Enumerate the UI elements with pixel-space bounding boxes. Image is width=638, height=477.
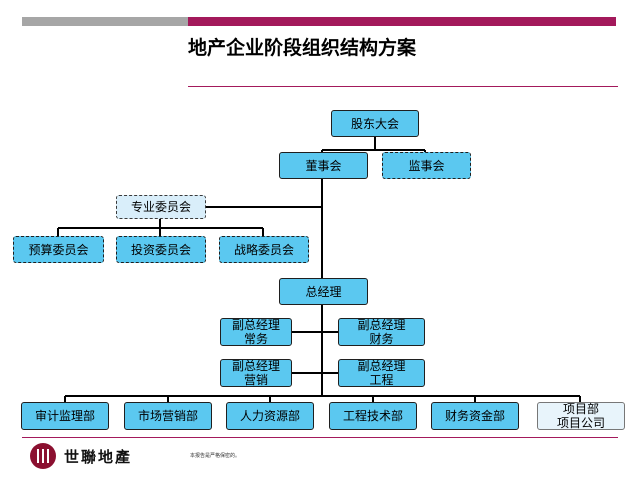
node-general-manager: 总经理 (279, 278, 368, 305)
node-projects: 项目部 项目公司 (537, 402, 625, 430)
node-marketing-dept: 市场营销部 (124, 402, 212, 430)
node-vice-gm-engineering: 副总经理 工程 (338, 359, 425, 387)
logo-emblem-icon (30, 443, 56, 469)
logo-text: 世聯地產 (64, 447, 133, 466)
node-special-committees: 专业委员会 (116, 195, 206, 219)
node-budget-committee: 预算委员会 (13, 236, 104, 263)
node-board-of-directors: 董事会 (279, 152, 368, 179)
header-bar-gray (22, 17, 188, 26)
node-finance-dept: 财务资金部 (431, 402, 519, 430)
company-logo: 世聯地產 (30, 443, 132, 469)
node-engineering-dept: 工程技术部 (329, 402, 417, 430)
node-investment-committee: 投资委员会 (116, 236, 206, 263)
node-vice-gm-marketing: 副总经理 营销 (220, 359, 292, 387)
node-audit-dept: 审计监理部 (21, 402, 109, 430)
header-bar-accent (188, 17, 616, 26)
confidentiality-note: 本报告是严格保密的。 (190, 453, 241, 459)
node-hr-dept: 人力资源部 (226, 402, 314, 430)
title-divider (188, 86, 618, 87)
page-title: 地产企业阶段组织结构方案 (188, 37, 417, 59)
footer-divider (22, 437, 618, 438)
node-strategy-committee: 战略委员会 (219, 236, 309, 263)
node-board-of-supervisors: 监事会 (382, 152, 471, 179)
node-vice-gm-finance: 副总经理 财务 (338, 318, 425, 346)
node-shareholders-meeting: 股东大会 (331, 110, 419, 137)
node-vice-gm-executive: 副总经理 常务 (220, 318, 292, 346)
